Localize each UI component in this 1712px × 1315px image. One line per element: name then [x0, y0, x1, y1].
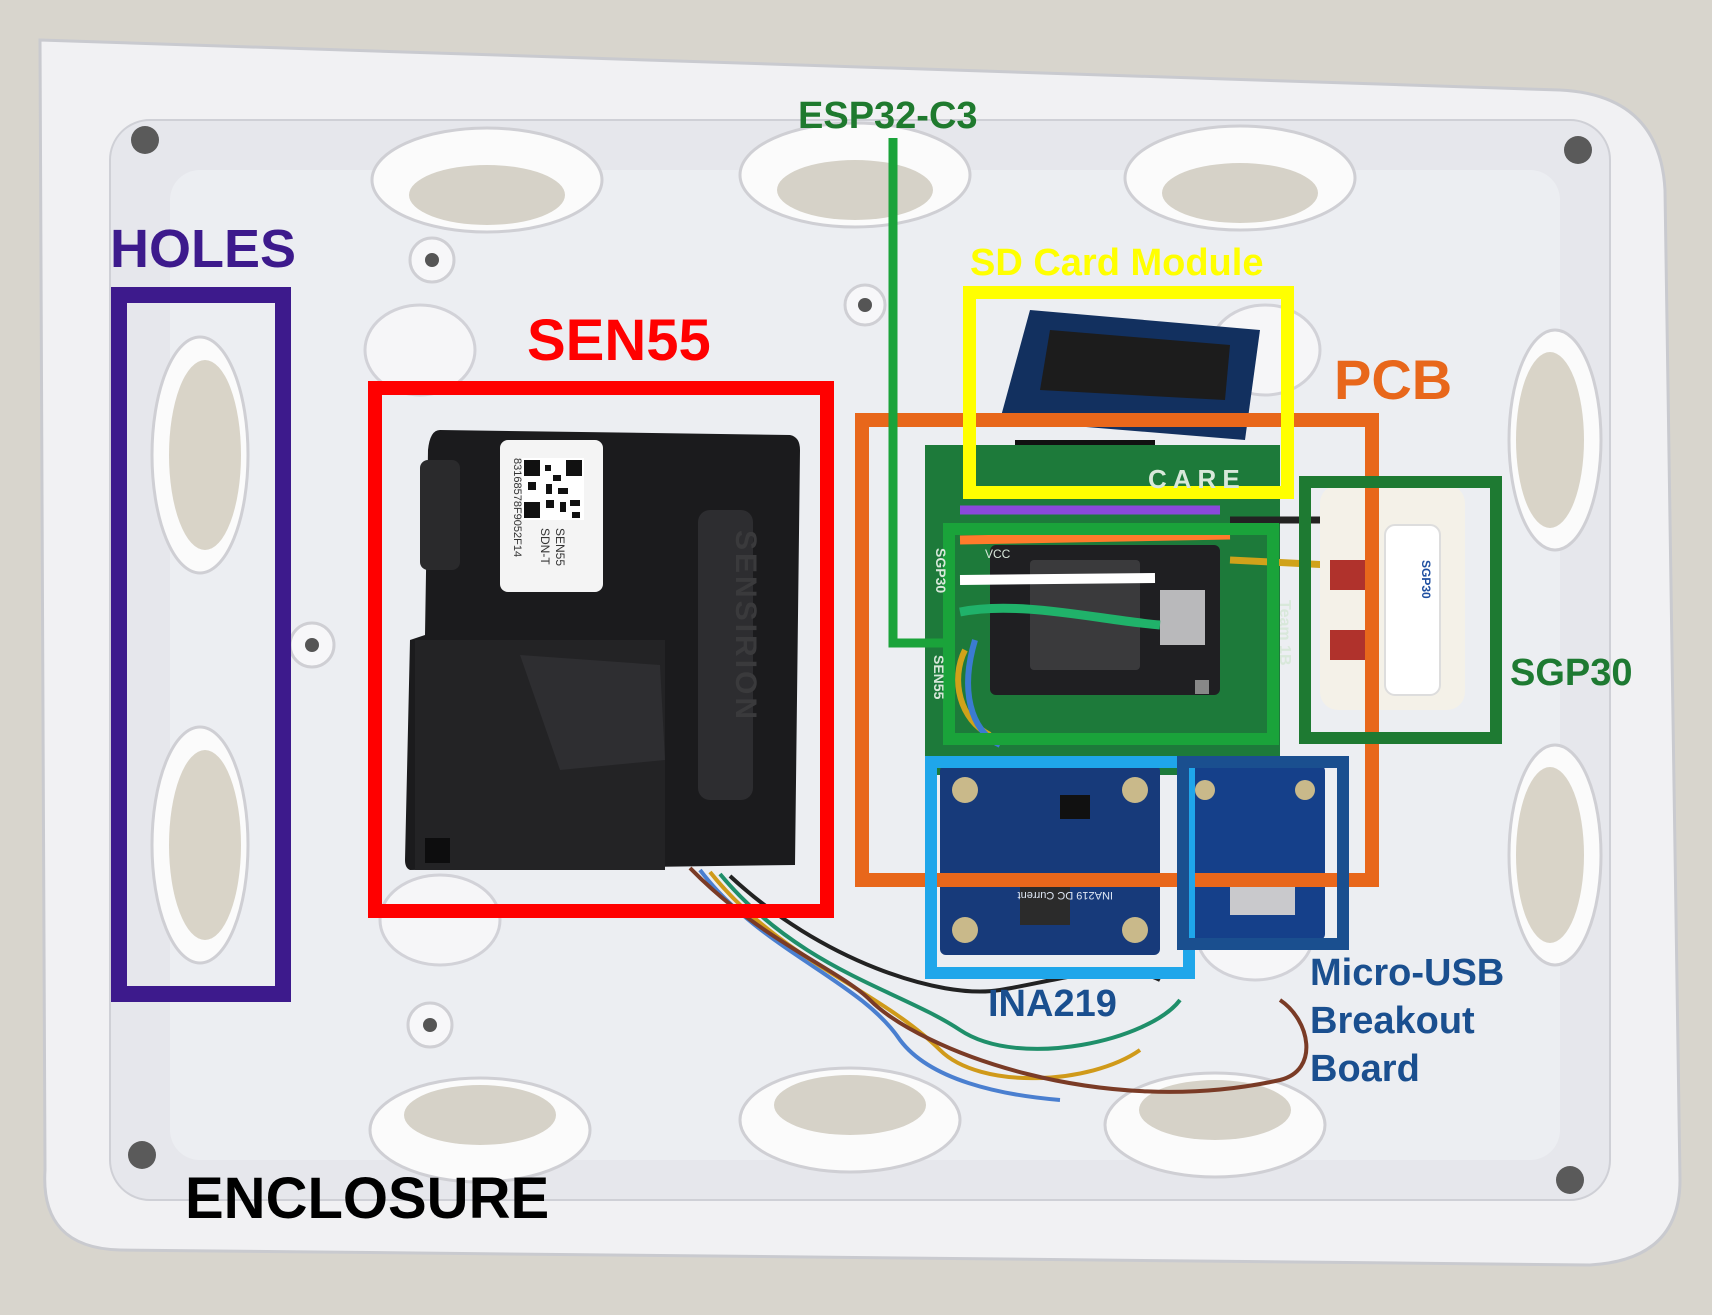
sen55-sticker-line2: SDN-T [538, 528, 552, 565]
holes-label: HOLES [110, 219, 297, 279]
pcb-label: PCB [1334, 348, 1453, 411]
ina219-label: INA219 [988, 983, 1117, 1025]
usb-breakout-label-line1: Micro-USB [1310, 952, 1505, 994]
pcb-sen55-port: SEN55 [931, 655, 947, 700]
sen55-label: SEN55 [527, 308, 711, 373]
enclosure-label: ENCLOSURE [185, 1166, 550, 1231]
pcb-highlight-box [855, 413, 1379, 887]
pcb-brand: CARE [1148, 464, 1246, 494]
pcb-vcc-text: VCC [985, 547, 1011, 561]
sgp30-highlight-box [1299, 476, 1502, 744]
sgp30-label: SGP30 [1510, 652, 1633, 694]
esp32-label: ESP32-C3 [798, 95, 978, 137]
sgp30-module-tag: SGP30 [1419, 560, 1433, 599]
holes-highlight-box [111, 287, 291, 1002]
usb-breakout-label-line2: Breakout [1310, 1000, 1475, 1042]
pcb-team-text: Team 1B [1276, 600, 1293, 666]
sd-card-highlight-box [963, 286, 1294, 499]
sd-card-label: SD Card Module [970, 242, 1264, 284]
sen55-sticker-line1: SEN55 [553, 528, 567, 567]
usb-breakout-highlight-box [1177, 756, 1349, 950]
usb-breakout-label-line3: Board [1310, 1048, 1420, 1090]
sen55-highlight-box [368, 381, 834, 918]
esp32-highlight-box [943, 523, 1279, 745]
sensirion-brand: SENSIRION [729, 530, 762, 723]
sen55-serial-number: 83168578F9052F14 [511, 458, 523, 558]
pcb-sgp30-port: SGP30 [933, 548, 949, 594]
ina219-board-text: INA219 DC Current [1017, 889, 1113, 901]
